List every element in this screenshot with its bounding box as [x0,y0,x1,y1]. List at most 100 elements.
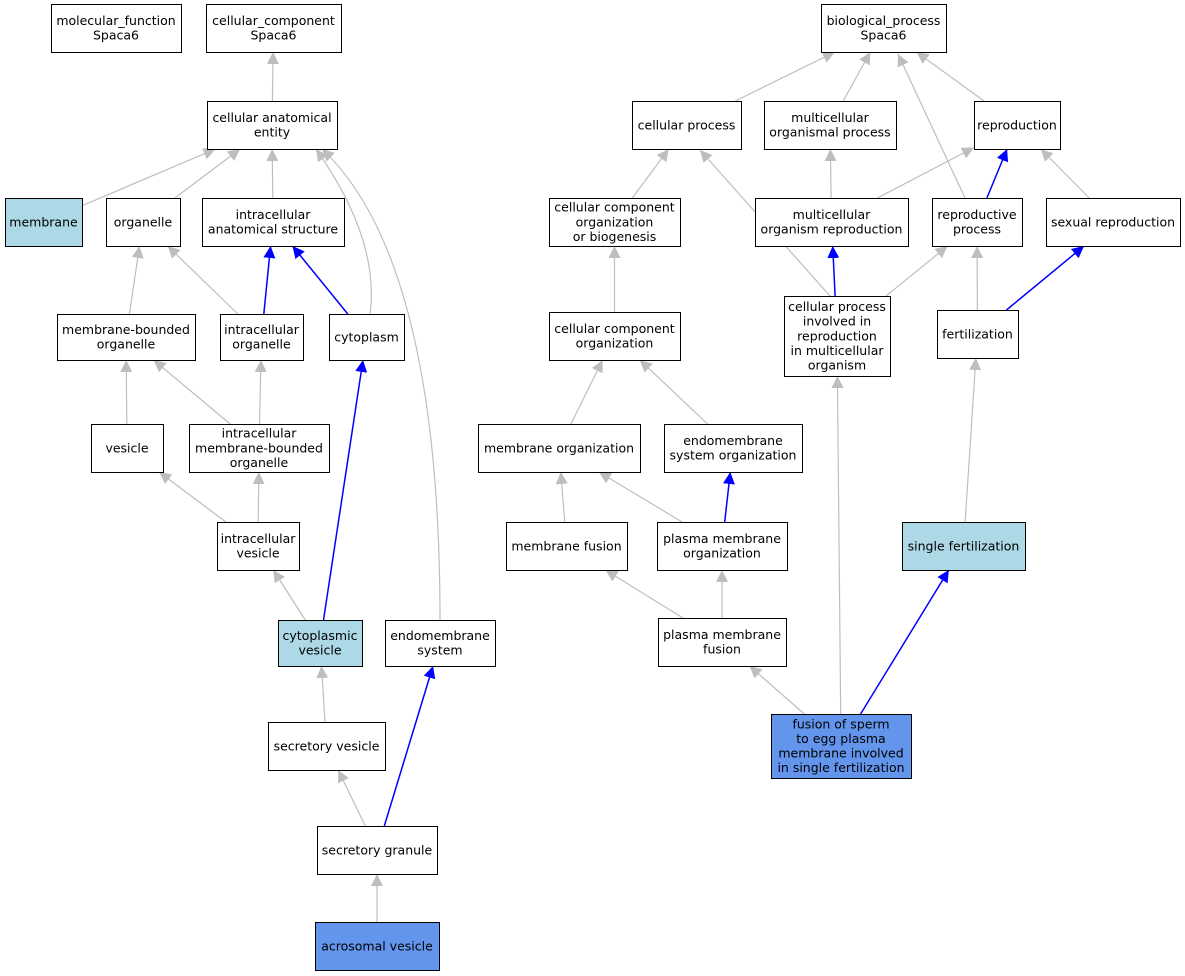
node-label-cc_root-line-1: Spaca6 [250,28,296,43]
node-cp[interactable]: cellular process [632,101,742,150]
node-label-imbo-line-1: membrane-bounded [195,440,323,455]
node-label-cv-line-0: cytoplasmic [283,628,358,643]
node-box-iv [217,522,300,571]
node-box-fert [937,310,1019,359]
node-label-sg-line-0: secretory granule [322,842,433,857]
nodes-layer: molecular_functionSpaca6cellular_compone… [5,4,1181,971]
node-organelle[interactable]: organelle [106,198,181,247]
edge-imbo-to-mbo-is-a [153,359,231,425]
edge-iv-to-vesicle-is-a [158,471,227,523]
node-label-io-line-0: intracellular [224,322,300,337]
edge-mf-to-mo-is-a [555,471,568,523]
edge-rp-to-repro-part-of [986,148,1009,199]
node-label-bp_root-line-1: Spaca6 [860,28,906,43]
node-box-cco [549,312,681,361]
edge-mop-to-bp_root-is-a [842,51,871,102]
node-sg[interactable]: secretory granule [317,826,438,875]
node-label-membrane-line-0: membrane [9,214,78,229]
edge-mbo-to-organelle-is-a [128,245,144,315]
node-box-ccob [549,198,681,247]
node-vesicle[interactable]: vesicle [91,424,164,473]
node-label-mor-line-1: organism reproduction [761,222,903,237]
edge-cv-to-iv-is-a [272,569,306,621]
node-sr[interactable]: sexual reproduction [1046,198,1181,247]
node-label-cpir-line-3: in multicellular [790,343,884,358]
node-cytoplasm[interactable]: cytoplasm [329,314,405,361]
node-label-mor-line-0: multicellular [793,207,872,222]
edge-eso-to-cco-is-a [639,359,709,425]
edge-fse-to-sf-part-of [859,569,950,715]
node-label-fse-line-1: to egg plasma [796,731,885,746]
edge-imbo-to-io-is-a [254,359,267,425]
edge-cytoplasm-to-ias-part-of [291,245,349,315]
edge-io-to-organelle-is-a [167,245,239,315]
edge-pmf-to-mf-is-a [605,569,684,619]
node-sf[interactable]: single fertilization [902,522,1026,571]
node-repro[interactable]: reproduction [974,101,1061,150]
node-label-mop-line-0: multicellular [791,110,870,125]
edge-io-to-ias-part-of [263,245,276,315]
node-label-sv-line-0: secretory vesicle [274,738,380,753]
node-box-av [315,922,440,971]
node-label-repro-line-0: reproduction [977,117,1057,132]
node-label-cpir-line-1: involved in [803,314,871,329]
edge-cpir-to-mor-part-of [827,245,840,297]
node-label-rp-line-1: process [953,222,1001,237]
node-label-cpir-line-0: cellular process [788,299,886,314]
node-box-vesicle [91,424,164,473]
node-membrane[interactable]: membrane [5,198,83,247]
node-box-cytoplasm [329,314,405,361]
edge-cytoplasm-to-cae-is-a [315,148,372,315]
node-box-cc_root [206,4,342,53]
node-label-fse-line-3: in single fertilization [777,760,904,775]
node-label-ccob-line-1: organization [576,214,654,229]
node-box-mf_root [51,4,182,53]
edge-sr-to-repro-is-a [1040,148,1090,199]
node-label-mbo-line-0: membrane-bounded [62,322,190,337]
node-label-mf_root-line-0: molecular_function [56,13,175,28]
edge-vesicle-to-mbo-is-a [120,359,133,425]
node-label-eso-line-1: system organization [670,448,797,463]
node-box-sf [902,522,1026,571]
node-label-vesicle-line-0: vesicle [105,440,148,455]
node-fert[interactable]: fertilization [937,310,1019,359]
node-mf[interactable]: membrane fusion [506,522,628,571]
node-sv[interactable]: secretory vesicle [268,722,386,771]
node-label-cpir-line-4: organism [808,358,866,373]
node-av[interactable]: acrosomal vesicle [315,922,440,971]
edge-sg-to-es-part-of [383,665,436,827]
node-label-fert-line-0: fertilization [942,326,1013,341]
node-box-bp_root [821,4,947,53]
node-label-ias-line-0: intracellular [236,207,312,222]
node-mo[interactable]: membrane organization [478,424,641,473]
node-box-organelle [106,198,181,247]
node-box-cp [632,101,742,150]
node-label-mop-line-1: organismal process [769,125,890,140]
node-box-eso [664,424,803,473]
edge-fse-to-cpir-is-a [831,375,844,715]
node-box-ias [202,198,345,247]
node-box-sg [317,826,438,875]
node-label-cytoplasm-line-0: cytoplasm [334,329,399,344]
